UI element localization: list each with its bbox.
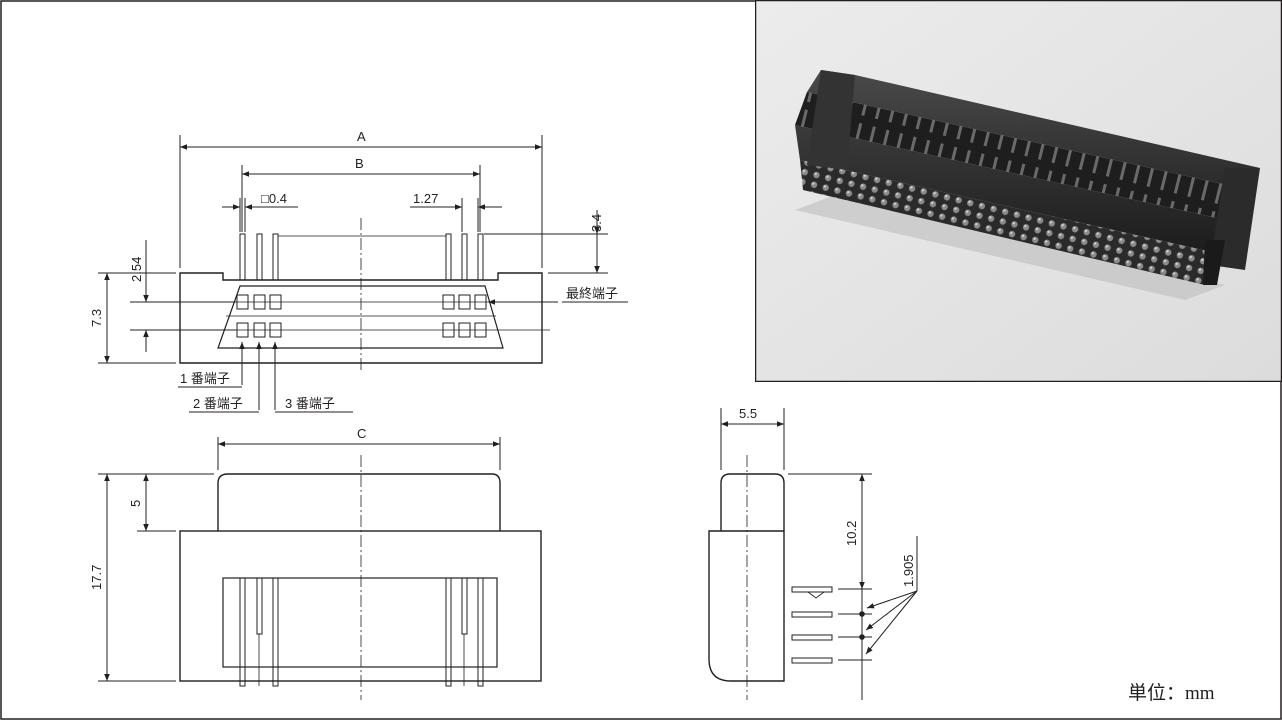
front-view: C 5 17.7 — [89, 426, 542, 700]
top-view-pads — [236, 294, 487, 338]
dim-c-label: C — [357, 426, 366, 441]
pin1-label: 1 番端子 — [180, 371, 230, 386]
pitch-label: 1.27 — [413, 191, 438, 206]
unit-label: 単位：mm — [1128, 683, 1215, 704]
front-view-body — [179, 530, 542, 682]
depth-label: 7.3 — [89, 309, 104, 327]
side-view-pins — [791, 586, 833, 664]
row-pitch-label: 1.905 — [901, 554, 916, 587]
front-view-pins — [239, 577, 484, 687]
side-view-body — [708, 530, 785, 682]
connector-body — [795, 70, 1260, 285]
offset-label: 2.54 — [129, 257, 144, 282]
pin2-label: 2 番端子 — [193, 396, 243, 411]
front-view-shell — [217, 473, 501, 531]
pin-height-label: 3.4 — [589, 214, 604, 232]
top-view-insulator — [217, 285, 504, 349]
top-view: A B □0.4 1.27 3.4 2.54 7. — [89, 129, 628, 413]
pin3-label: 3 番端子 — [285, 396, 335, 411]
pin-size-label: □0.4 — [261, 191, 287, 206]
dim-a-label: A — [357, 129, 366, 144]
top-view-pins — [239, 233, 484, 281]
last-pin-label: 最終端子 — [566, 286, 618, 301]
side-width-label: 5.5 — [739, 406, 757, 421]
total-height-label: 17.7 — [89, 565, 104, 590]
side-view: 5.5 10.2 1.905 — [708, 406, 918, 700]
top-view-body — [179, 272, 543, 364]
dim-b-label: B — [355, 156, 364, 171]
side-view-shell — [720, 473, 785, 531]
side-height-label: 10.2 — [844, 521, 859, 546]
front-view-window — [222, 577, 498, 668]
product-photo — [755, 0, 1282, 382]
shell-height-label: 5 — [128, 500, 143, 507]
